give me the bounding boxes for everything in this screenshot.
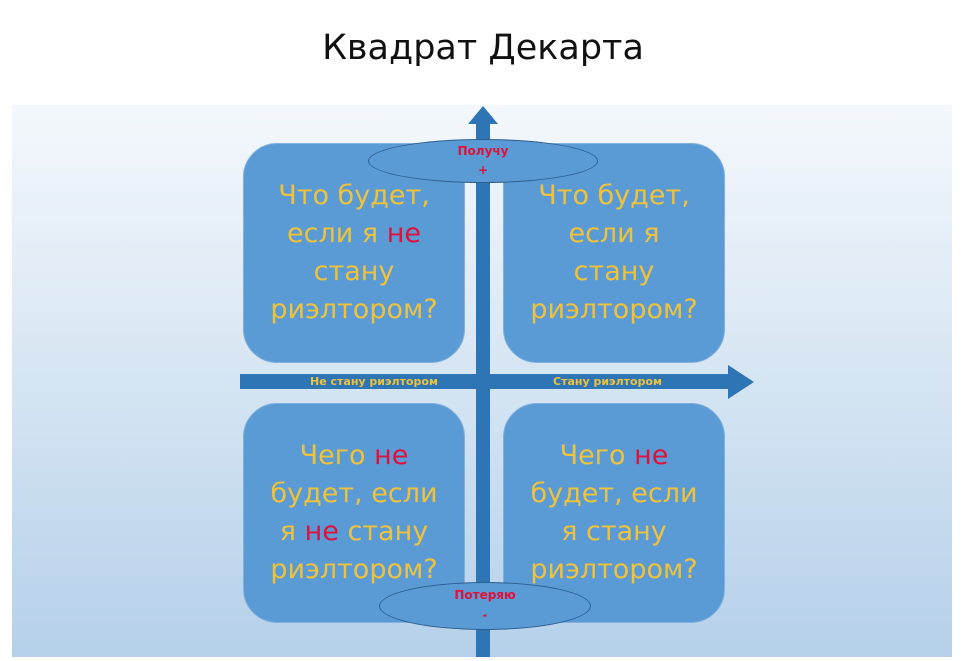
quadrant-text: риэлтором? [270,294,438,325]
quadrant-text: если я [287,218,387,249]
quadrant-text: если я [568,218,660,249]
quadrant-text: риэлтором? [530,554,698,585]
quadrant-text: риэлтором? [530,294,698,325]
negation-text: не [304,516,339,547]
negation-text: не [634,440,669,471]
quadrant-text: будет, если [270,478,438,509]
quadrant-text: стану [313,256,395,287]
horizontal-axis-arrowhead [728,365,754,399]
quadrant-bottom-right: Чего не будет, если я стану риэлтором? [503,403,725,623]
axis-label-left: Не стану риэлтором [310,375,438,388]
negation-text: не [386,218,421,249]
horizontal-axis [240,374,730,389]
quadrant-text: я стану [561,516,667,547]
bottom-oval: Потеряю - [379,582,591,630]
bottom-oval-label: Потеряю [454,588,516,602]
quadrant-text: Чего [299,440,375,471]
quadrant-text: стану [573,256,655,287]
axis-label-right: Стану риэлтором [553,375,662,388]
minus-sign: - [482,608,488,622]
vertical-axis-arrowhead [468,106,498,124]
quadrant-text: будет, если [530,478,698,509]
quadrant-text: Чего [559,440,635,471]
top-oval-label: Получу [457,144,509,158]
quadrant-text: я [279,516,305,547]
quadrant-text: стану [338,516,429,547]
negation-text: не [374,440,409,471]
vertical-axis [476,122,490,657]
top-oval: Получу + [368,139,598,183]
quadrant-text: Что будет, [278,180,430,211]
plus-sign: + [477,163,489,177]
quadrant-text: Что будет, [538,180,690,211]
quadrant-text: риэлтором? [270,554,438,585]
slide-title: Квадрат Декарта [322,28,644,68]
